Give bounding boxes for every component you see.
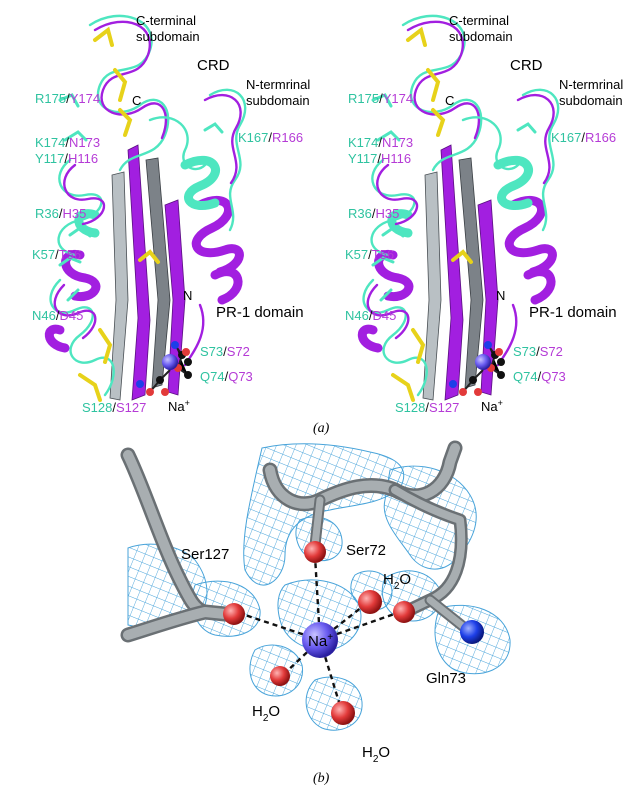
residue-label: S73/S72 — [200, 344, 250, 359]
label-pr1-domain: PR-1 domain — [216, 304, 304, 321]
oxygen-atom — [304, 541, 326, 563]
residue-label: Y117/H116 — [348, 151, 411, 166]
labels-left: C-terminal subdomain CRD N-termrinal sub… — [32, 13, 310, 415]
label-water-left: H2O — [252, 703, 280, 724]
residue-label: K174/N173 — [348, 135, 413, 150]
stereo-view-right: C-terminal subdomain CRD N-termrinal sub… — [345, 13, 623, 415]
label-water-bottom: H2O — [362, 744, 390, 765]
label-c: C — [445, 93, 454, 108]
label-n: N — [183, 288, 192, 303]
water-oxygen — [358, 590, 382, 614]
label-water-top: H2O — [383, 571, 411, 592]
panel-b: Ser127 Ser72 Gln73 Na+ H2O H2O H2O (b) — [120, 440, 511, 786]
residue-label: Q74/Q73 — [200, 369, 253, 384]
stereo-view-left: C-terminal subdomain CRD N-termrinal sub… — [32, 13, 310, 415]
label-pr1-domain: PR-1 domain — [529, 304, 617, 321]
label-sodium: Na+ — [168, 398, 190, 414]
panel-a-caption: (a) — [313, 421, 330, 436]
residue-label: R175/Y174 — [348, 91, 413, 106]
label-sodium: Na+ — [481, 398, 503, 414]
label-c: C — [132, 93, 141, 108]
label-c-terminal: C-terminal — [449, 13, 509, 28]
residue-label: Q74/Q73 — [513, 369, 566, 384]
label-ser72: Ser72 — [346, 542, 386, 559]
label-subdomain-n: subdomain — [559, 93, 623, 108]
residue-label: K174/N173 — [35, 135, 100, 150]
water-oxygen — [270, 666, 290, 686]
nitrogen-atom — [460, 620, 484, 644]
label-subdomain: subdomain — [136, 29, 200, 44]
label-n: N — [496, 288, 505, 303]
residue-label: Y117/H116 — [35, 151, 98, 166]
label-crd: CRD — [510, 57, 543, 74]
residue-label: K57/T56 — [345, 247, 394, 262]
label-subdomain: subdomain — [449, 29, 513, 44]
water-oxygen — [331, 701, 355, 725]
label-subdomain-n: subdomain — [246, 93, 310, 108]
panel-a: C-terminal subdomain CRD N-termrinal sub… — [32, 13, 623, 436]
residue-label: R36/H35 — [348, 206, 399, 221]
panel-b-caption: (b) — [313, 771, 330, 786]
label-c-terminal: C-terminal — [136, 13, 196, 28]
label-n-terminal: N-termrinal — [559, 77, 623, 92]
label-gln73: Gln73 — [426, 670, 466, 687]
backbone-tubes — [120, 440, 476, 643]
residue-label: R36/H35 — [35, 206, 86, 221]
sodium-ion — [302, 622, 338, 658]
residue-label: K57/T56 — [32, 247, 81, 262]
label-na-ion: Na+ — [308, 632, 333, 650]
residue-label: N46/D45 — [32, 308, 83, 323]
residue-label: K167/R166 — [238, 130, 303, 145]
residue-label: K167/R166 — [551, 130, 616, 145]
label-ser127: Ser127 — [181, 546, 229, 563]
oxygen-atom — [223, 603, 245, 625]
residue-label: N46/D45 — [345, 308, 396, 323]
label-n-terminal: N-termrinal — [246, 77, 310, 92]
residue-label: S73/S72 — [513, 344, 563, 359]
residue-label: S128/S127 — [82, 400, 146, 415]
residue-label: R175/Y174 — [35, 91, 100, 106]
labels-right: C-terminal subdomain CRD N-termrinal sub… — [345, 13, 623, 415]
residue-label: S128/S127 — [395, 400, 459, 415]
label-crd: CRD — [197, 57, 230, 74]
oxygen-atom — [393, 601, 415, 623]
